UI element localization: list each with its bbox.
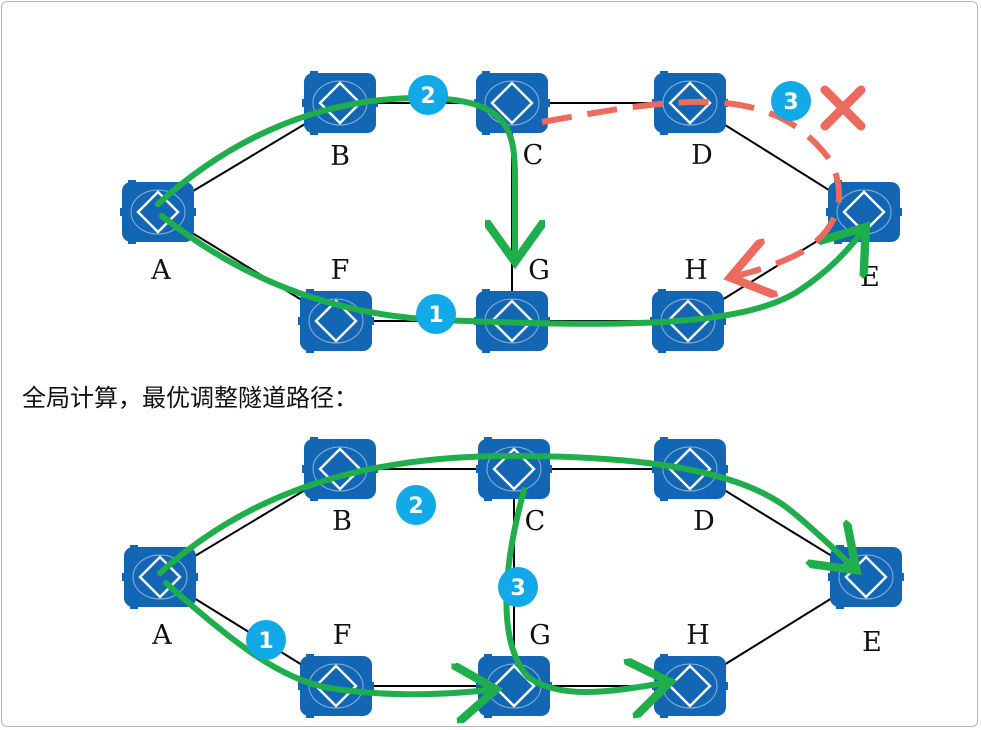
label-C-top: C	[523, 140, 544, 171]
top-badge-2: 2	[408, 75, 448, 115]
bottom-badge-1: 1	[246, 620, 286, 660]
label-G-top: G	[528, 255, 550, 286]
failure-x-icon	[820, 85, 866, 131]
svg-text:2: 2	[420, 84, 435, 109]
bottom-path-1	[163, 580, 490, 694]
label-A-top: A	[150, 255, 171, 286]
svg-text:1: 1	[258, 629, 273, 654]
label-A-bottom: A	[151, 620, 172, 651]
bottom-badge-3: 3	[498, 567, 538, 607]
label-H-top: H	[684, 255, 708, 286]
svg-text:2: 2	[408, 494, 423, 519]
top-badge-1: 1	[416, 294, 456, 334]
bottom-path-2	[157, 452, 852, 576]
bottom-badge-2: 2	[396, 485, 436, 525]
router-C-top	[472, 69, 552, 137]
label-F-bottom: F	[333, 620, 352, 651]
label-D-bottom: D	[693, 506, 715, 537]
top-diagram: A B C D E F G H 2 1 3	[118, 69, 904, 355]
label-F-top: F	[331, 255, 350, 286]
label-H-bottom: H	[686, 620, 710, 651]
label-G-bottom: G	[529, 620, 551, 651]
svg-text:3: 3	[510, 576, 525, 601]
caption: 全局计算，最优调整隧道路径：	[22, 384, 358, 412]
top-failed-path-3	[541, 98, 842, 276]
label-B-top: B	[330, 141, 350, 172]
label-B-bottom: B	[332, 506, 352, 537]
label-D-top: D	[691, 140, 713, 171]
svg-text:1: 1	[428, 303, 443, 328]
bottom-path-3	[503, 487, 664, 692]
label-C-bottom: C	[525, 506, 546, 537]
label-E-bottom: E	[862, 627, 882, 658]
top-badge-3: 3	[771, 81, 811, 121]
label-E-top: E	[860, 262, 880, 293]
top-path-1	[159, 213, 862, 327]
bottom-diagram: A B C D E F G H 2 1 3	[120, 435, 906, 718]
svg-text:3: 3	[783, 90, 798, 115]
router-C-bottom	[474, 435, 554, 503]
